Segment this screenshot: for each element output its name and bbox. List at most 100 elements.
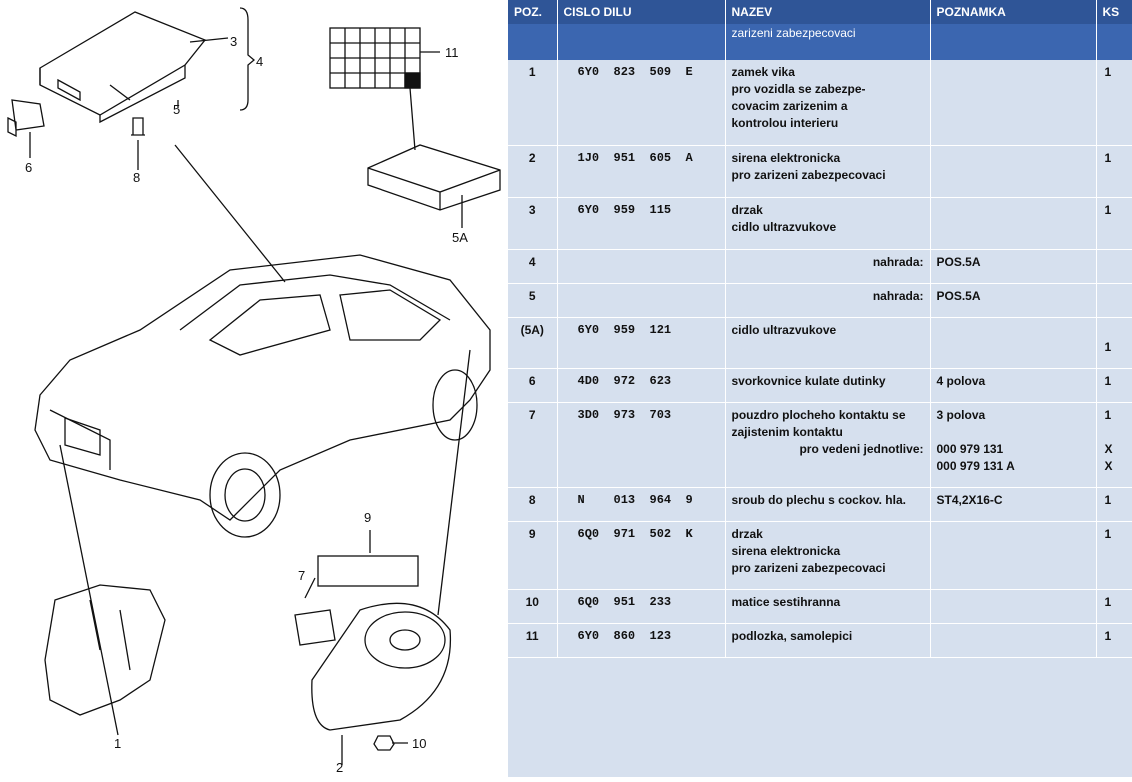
parts-list-panel: POZ. CISLO DILU NAZEV POZNAMKA KS zarize… [508, 0, 1132, 777]
car-outline-drawing [34, 254, 491, 538]
cell-text: cidlo ultrazvukove [731, 322, 837, 337]
cell-name: cidlo ultrazvukove [725, 317, 931, 369]
cell-text: 1 [1104, 526, 1112, 541]
callout-9: 9 [364, 510, 371, 525]
column-header-name[interactable]: NAZEV [725, 0, 931, 24]
cell-text: 1 [1104, 594, 1112, 609]
cell-note: 4 polova [930, 368, 1097, 403]
cell-text [937, 424, 1090, 441]
cell-note: POS.5A [930, 249, 1097, 284]
cell-text: X [1104, 458, 1113, 473]
cell-text: nahrada: [872, 254, 924, 269]
parts-diagram: 3 4 5 6 8 11 5A 9 7 1 10 2 [0, 0, 508, 777]
cell-text: podlozka, samolepici [731, 628, 853, 643]
cell-pos: 3 [508, 197, 558, 250]
cell-text: 4 polova [936, 373, 986, 388]
cell-text: X [1104, 441, 1113, 456]
group-title: zarizeni zabezpecovaci [725, 24, 931, 60]
callout-6: 6 [25, 160, 32, 175]
table-row[interactable]: 6 4D0 972 623 svorkovnice kulate dutinky 4 … [508, 368, 1132, 403]
cell-part-number: 1J0 951 605 A [557, 145, 726, 198]
cell-qty: 1 [1096, 368, 1132, 403]
callout-7: 7 [298, 568, 305, 583]
cell-pos: 5 [508, 283, 558, 318]
callout-5a: 5A [452, 230, 468, 245]
cell-text [937, 322, 1090, 339]
cell-text: 6Y0 959 115 [577, 202, 672, 217]
table-row[interactable]: 5 nahrada: POS.5A [508, 283, 1132, 318]
callout-1: 1 [114, 736, 121, 751]
cell-text: 1 [1104, 407, 1112, 422]
cell-qty: 1 [1096, 487, 1132, 522]
cell-text: 10 [525, 594, 539, 609]
cell-qty: 1 [1096, 60, 1132, 146]
cell-text [578, 288, 719, 305]
cell-text: 6Q0 951 233 [577, 594, 672, 609]
cell-pos: (5A) [508, 317, 558, 369]
cell-text: 000 979 131 A [936, 458, 1015, 473]
table-row[interactable]: 10 6Q0 951 233 matice sestihranna 1 [508, 589, 1132, 624]
column-header-pos[interactable]: POZ. [508, 0, 558, 24]
cell-note [930, 623, 1097, 658]
cell-text: 1 [1104, 65, 1112, 79]
callout-8: 8 [133, 170, 140, 185]
parts-table: POZ. CISLO DILU NAZEV POZNAMKA KS zarize… [508, 0, 1132, 658]
siren-drawing [311, 602, 452, 731]
cell-name: matice sestihranna [725, 589, 931, 624]
cell-text: 6 [528, 373, 536, 388]
cell-part-number: 3D0 973 703 [557, 402, 726, 488]
cell-pos: 7 [508, 402, 558, 488]
hood-lock-drawing [44, 584, 166, 716]
column-header-part-number[interactable]: CISLO DILU [557, 0, 726, 24]
cell-name: nahrada: [725, 249, 931, 284]
cell-text: 1 [1104, 150, 1112, 165]
cell-text: 3D0 973 703 [577, 407, 672, 422]
table-row[interactable]: 4 nahrada: POS.5A [508, 249, 1132, 284]
cell-note [930, 589, 1097, 624]
cell-qty: 1 [1096, 589, 1132, 624]
diagram-drawing: 3 4 5 6 8 11 5A 9 7 1 10 2 [7, 7, 501, 775]
cell-qty [1096, 249, 1132, 284]
table-header-row: POZ. CISLO DILU NAZEV POZNAMKA KS [508, 0, 1132, 24]
cell-text: 4 [528, 254, 536, 269]
cell-text: 5 [528, 288, 536, 303]
cell-qty: 1 [1096, 521, 1132, 590]
cell-text [1105, 288, 1127, 305]
column-header-note[interactable]: POZNAMKA [930, 0, 1097, 24]
cell-name: nahrada: [725, 283, 931, 318]
cell-name: svorkovnice kulate dutinky [725, 368, 931, 403]
cell-pos: 2 [508, 145, 558, 198]
cell-text: POS.5A [936, 288, 981, 303]
cell-qty: 1 [1096, 623, 1132, 658]
callout-5: 5 [173, 102, 180, 117]
cell-part-number [557, 283, 726, 318]
cell-text: 2 [528, 150, 536, 165]
cell-part-number: 4D0 972 623 [557, 368, 726, 403]
cell-pos: 4 [508, 249, 558, 284]
cell-text: 4D0 972 623 [577, 373, 672, 388]
cell-text [937, 202, 1090, 219]
siren-connector-drawing [294, 609, 336, 646]
cell-text: 7 [528, 407, 536, 422]
nut-drawing [373, 735, 395, 751]
cell-text: zamek vika [731, 65, 795, 79]
cell-text: 8 [528, 492, 536, 507]
cell-text [937, 526, 1090, 543]
column-header-qty[interactable]: KS [1096, 0, 1132, 24]
cell-pos: 8 [508, 487, 558, 522]
cell-text: 6Y0 823 509 E [577, 65, 693, 79]
cell-text: 6Q0 971 502 K [577, 526, 693, 541]
